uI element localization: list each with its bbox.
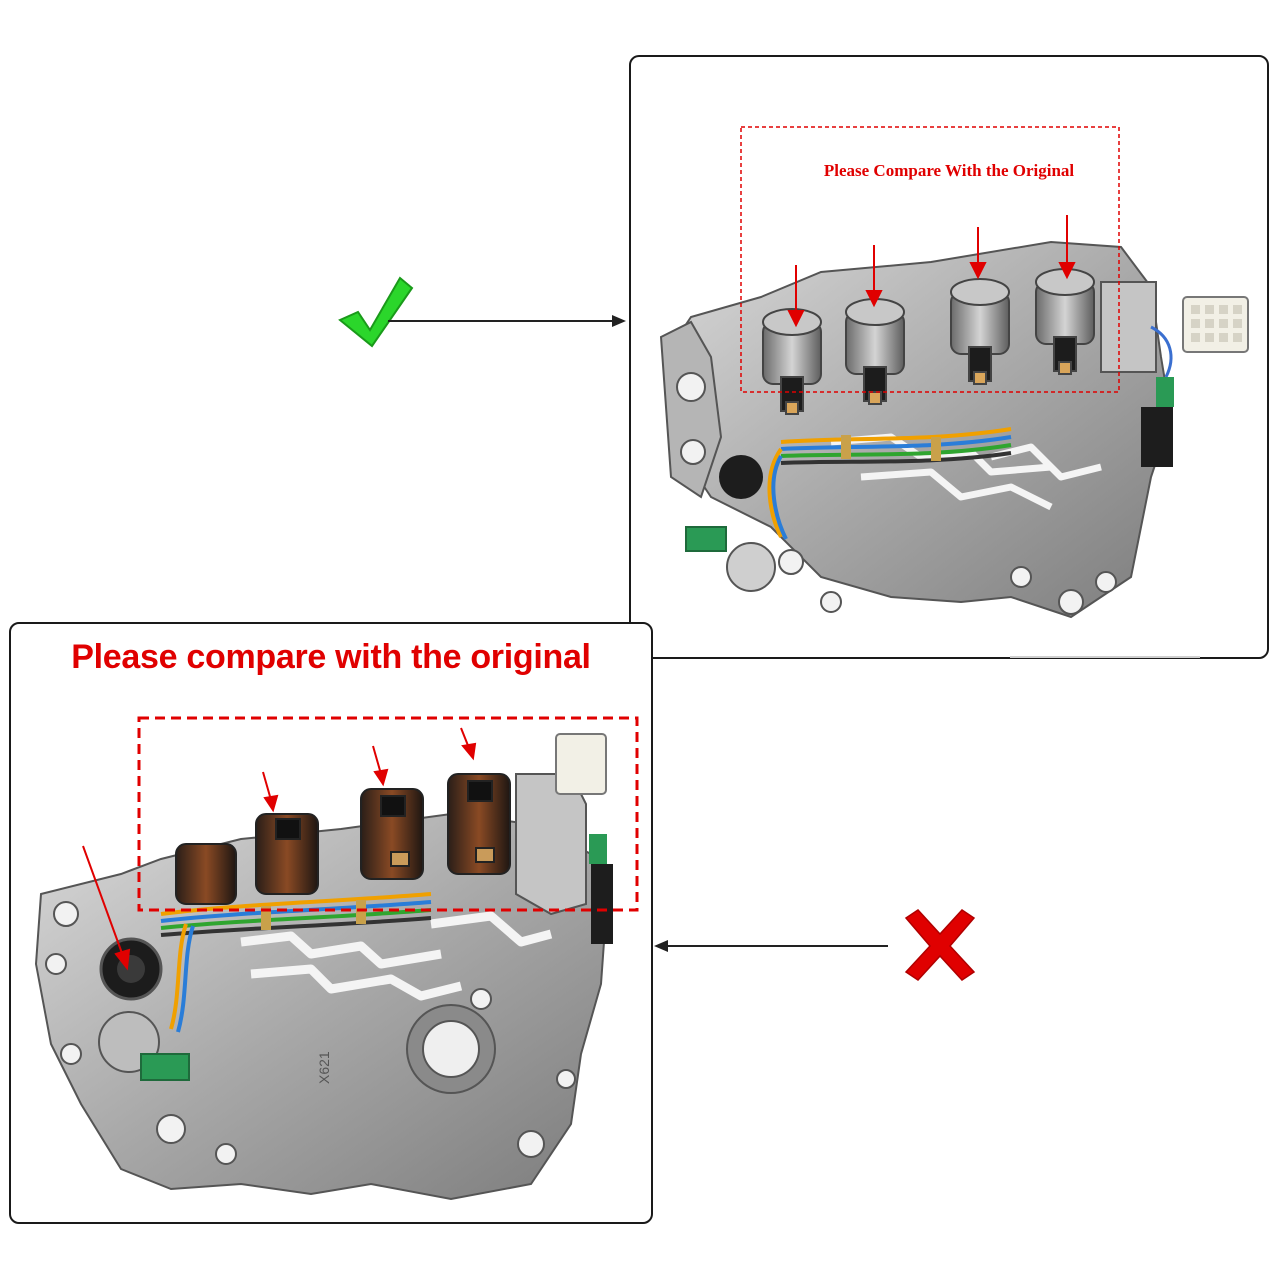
panel-shadow-line <box>1010 656 1200 658</box>
incorrect-part-panel: Please compare with the original <box>9 622 653 1224</box>
casting-marking: X621 <box>316 1051 332 1084</box>
incorrect-valve-body-photo: X621 <box>34 716 639 1201</box>
cross-mark-icon <box>904 909 976 981</box>
arrow-to-incorrect-panel <box>654 940 888 952</box>
check-mark-icon <box>338 276 414 348</box>
correct-valve-body-photo <box>659 126 1249 619</box>
correct-part-panel: Please Compare With the Original <box>629 55 1269 659</box>
arrow-to-correct-panel <box>388 315 626 327</box>
correct-panel-caption: Please Compare With the Original <box>823 161 1075 180</box>
incorrect-panel-caption: Please compare with the original <box>71 638 591 676</box>
